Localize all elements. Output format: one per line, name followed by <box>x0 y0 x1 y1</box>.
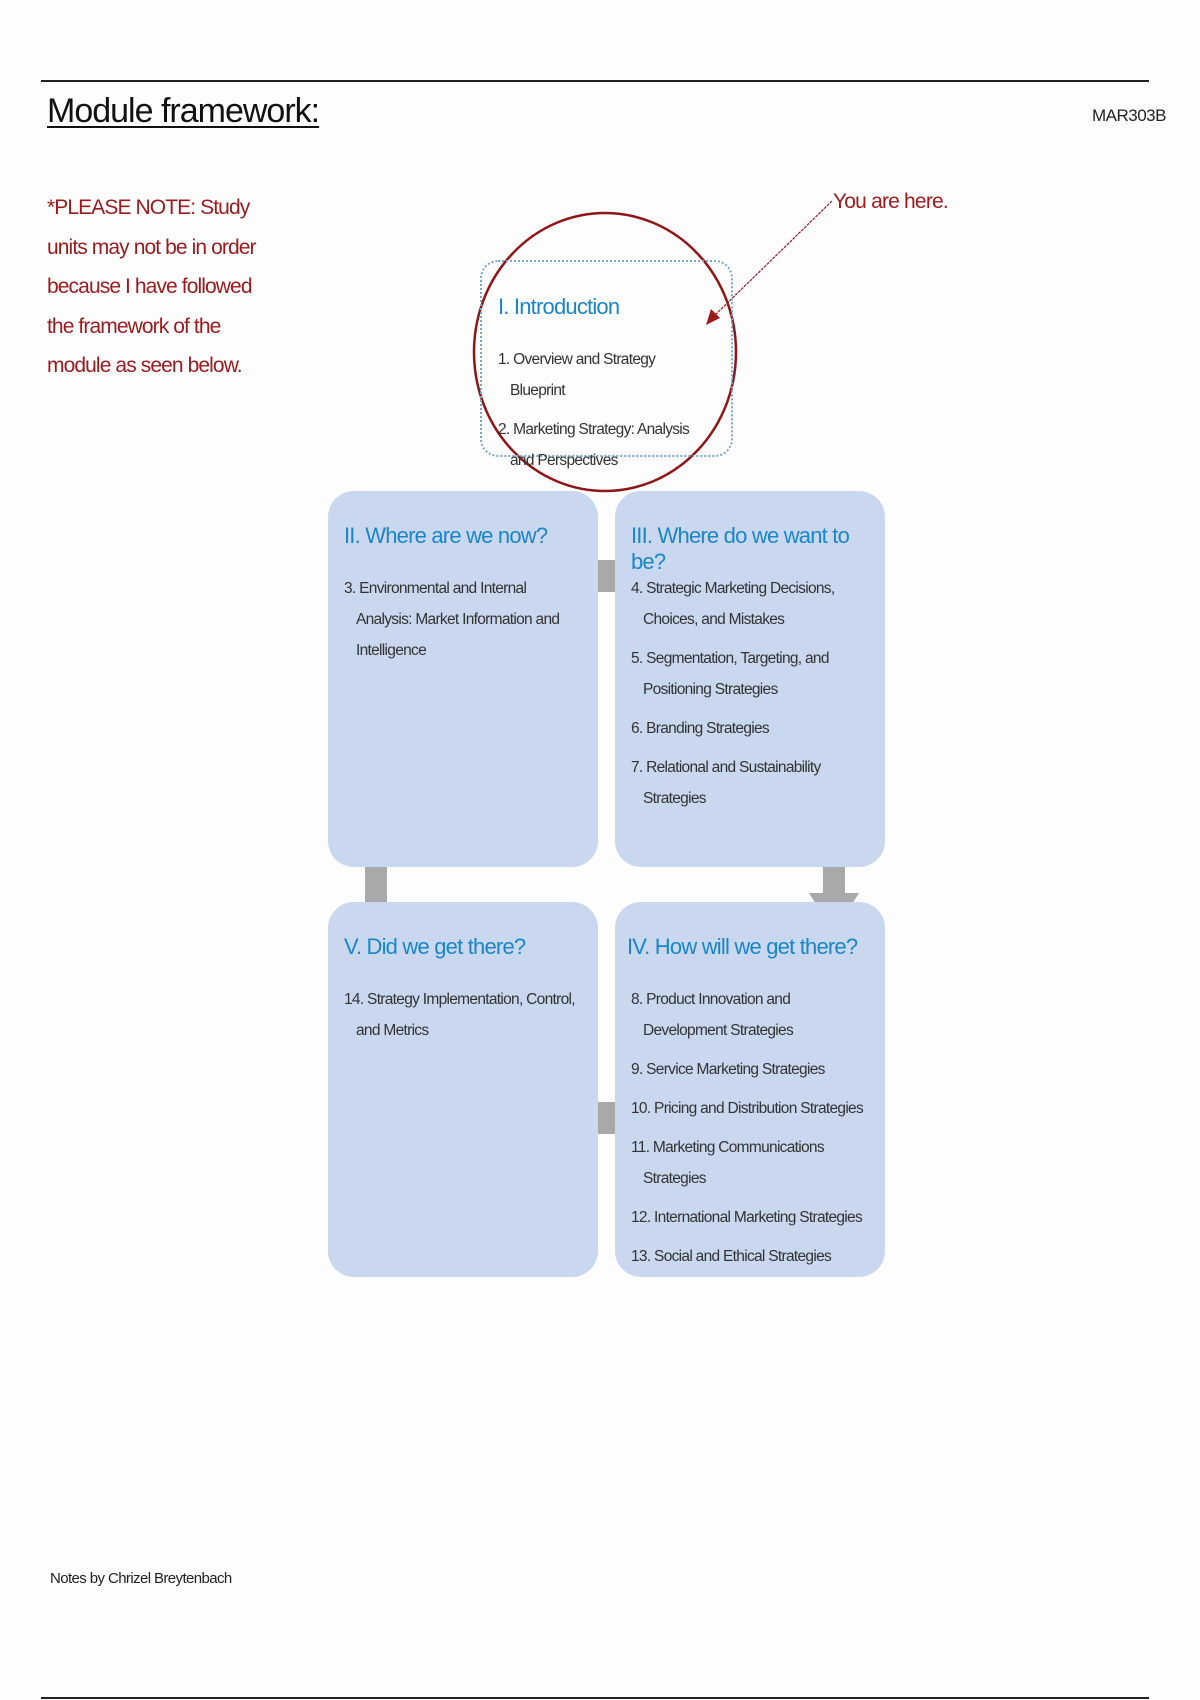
you-are-here-label: You are here. <box>833 190 949 213</box>
order-note: *PLEASE NOTE: Study units may not be in … <box>47 196 257 377</box>
unit-item: 13. Social and Ethical Strategies <box>631 1248 832 1265</box>
top-rule <box>41 80 1149 82</box>
pointer-arrow-line <box>713 200 833 317</box>
unit-item: 10. Pricing and Distribution Strategies <box>631 1100 864 1117</box>
unit-item: 4. Strategic Marketing Decisions, Choice… <box>631 580 835 628</box>
stage-how-get-there: IV. How will we get there? 8. Product In… <box>615 902 885 1277</box>
stage-introduction: I. Introduction 1. Overview and Strategy… <box>480 260 733 469</box>
bottom-rule <box>41 1697 1149 1699</box>
diagram-graphics <box>350 200 859 1148</box>
stage-title: IV. How will we get there? <box>627 934 858 959</box>
unit-item: 7. Relational and Sustainability Strateg… <box>631 759 821 807</box>
author-footer: Notes by Chrizel Breytenbach <box>50 1570 232 1587</box>
unit-item: 14. Strategy Implementation, Control, an… <box>344 991 576 1039</box>
stage-title: I. Introduction <box>498 294 620 319</box>
unit-item: 9. Service Marketing Strategies <box>631 1061 825 1078</box>
stage-title: V. Did we get there? <box>344 934 526 959</box>
stage-where-now: II. Where are we now? 3. Environmental a… <box>328 491 598 867</box>
stage-did-we-get-there: V. Did we get there? 14. Strategy Implem… <box>328 902 598 1277</box>
unit-item: 5. Segmentation, Targeting, and Position… <box>631 650 829 698</box>
unit-item: 12. International Marketing Strategies <box>631 1209 863 1226</box>
unit-item: 11. Marketing Communications Strategies <box>631 1139 825 1187</box>
pointer-arrowhead <box>706 309 720 325</box>
unit-item: 1. Overview and Strategy Blueprint <box>498 351 656 399</box>
unit-item: 2. Marketing Strategy: Analysis and Pers… <box>498 421 690 469</box>
unit-item: 3. Environmental and Internal Analysis: … <box>344 580 560 659</box>
page-title: Module framework: <box>47 92 320 130</box>
stage-title: III. Where do we want to be? <box>631 523 850 574</box>
unit-item: 6. Branding Strategies <box>631 720 770 737</box>
module-code: MAR303B <box>1092 106 1166 125</box>
stage-title: II. Where are we now? <box>344 523 548 548</box>
stage-where-want: III. Where do we want to be? 4. Strategi… <box>615 491 885 867</box>
you-are-here-circle <box>472 211 738 493</box>
unit-item: 8. Product Innovation and Development St… <box>631 991 794 1039</box>
